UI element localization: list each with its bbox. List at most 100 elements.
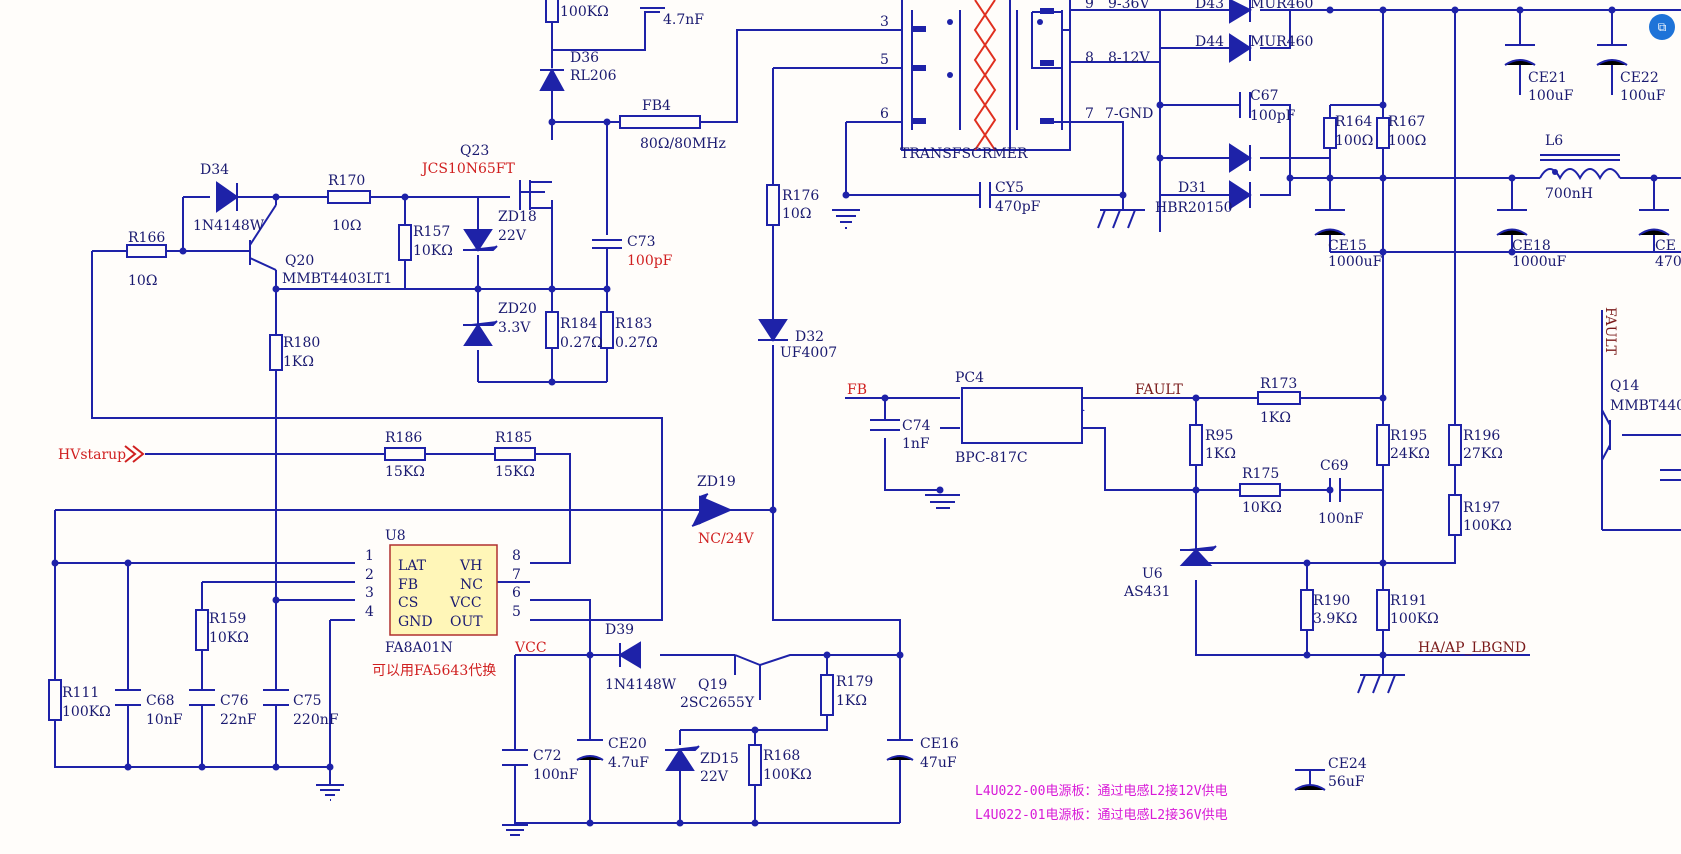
label-r186-v: 15KΩ <box>385 464 425 480</box>
pin-numbers: 3 5 6 9 8 7 9-36V 8-12V 7-GND 1 2 3 4 8 … <box>365 0 1153 630</box>
note-line-1: L4U022-00电源板：通过电感L2接12V供电 <box>975 783 1228 799</box>
label-ce24: CE24 <box>1328 756 1367 772</box>
label-ce-r-v: 470 <box>1655 254 1681 270</box>
label-r159-v: 10KΩ <box>209 630 249 646</box>
label-c76-v: 22nF <box>220 712 257 728</box>
label-r184: R184 <box>560 316 597 332</box>
u8-lat: LAT <box>398 558 427 574</box>
u8-pin-6: 6 <box>512 585 521 601</box>
label-r168-v: 100KΩ <box>763 767 812 783</box>
label-ce21: CE21 <box>1528 70 1567 86</box>
tx-pin-8: 8 <box>1085 50 1094 66</box>
label-r173-v: 1KΩ <box>1260 410 1291 426</box>
net-7-gnd: 7-GND <box>1105 106 1153 122</box>
grounds <box>316 209 1405 836</box>
label-ce20-v: 4.7uF <box>608 755 649 771</box>
label-ce21-v: 100uF <box>1528 88 1574 104</box>
capacitors <box>115 7 1681 791</box>
u8-pin-2: 2 <box>365 567 374 583</box>
label-c75-v: 220nF <box>293 712 339 728</box>
tx-pin-3: 3 <box>880 14 889 30</box>
u8-vcc: VCC <box>449 595 482 611</box>
label-mur-top: MUR460 <box>1250 0 1313 12</box>
label-c76: C76 <box>220 693 249 709</box>
label-q23: Q23 <box>460 143 489 159</box>
u8-vh: VH <box>459 558 482 574</box>
label-r183-v: 0.27Ω <box>615 335 658 351</box>
label-r176-v: 10Ω <box>782 206 811 222</box>
u8-out: OUT <box>450 614 483 630</box>
label-fault-vertical: FAULT <box>1602 307 1618 356</box>
transistors <box>240 180 1611 675</box>
label-d31: D31 <box>1178 180 1207 196</box>
label-c68: C68 <box>146 693 175 709</box>
label-ce22-v: 100uF <box>1620 88 1666 104</box>
label-ce16: CE16 <box>920 736 959 752</box>
u8-pin-8: 8 <box>512 548 521 564</box>
label-r180-v: 1KΩ <box>283 354 314 370</box>
u8-pin-5: 5 <box>512 604 521 620</box>
label-r166-v: 10Ω <box>128 273 157 289</box>
label-r166: R166 <box>128 230 165 246</box>
label-r175: R175 <box>1242 466 1279 482</box>
label-zd20: ZD20 <box>498 301 537 317</box>
label-r173: R173 <box>1260 376 1297 392</box>
label-r164-v: 100Ω <box>1335 133 1373 149</box>
label-zd15-v: 22V <box>700 769 729 785</box>
label-cy5-v: 470pF <box>995 199 1041 215</box>
label-hv: HVstarup <box>58 447 126 463</box>
label-r196: R196 <box>1463 428 1500 444</box>
label-c74: C74 <box>902 418 931 434</box>
transformer-core <box>973 0 997 151</box>
label-fault: FAULT <box>1135 382 1184 398</box>
net-labels: FAULT HA/AP_LBGND FAULT <box>1135 307 1618 656</box>
label-fb4-v: 80Ω/80MHz <box>640 136 726 152</box>
label-r159: R159 <box>209 611 246 627</box>
label-q14-v: MMBT440 <box>1610 398 1681 414</box>
label-d39: D39 <box>605 622 634 638</box>
label-r95-v: 1KΩ <box>1205 446 1236 462</box>
u8-nc: NC <box>460 577 483 593</box>
label-r176: R176 <box>782 188 819 204</box>
label-zd18-v: 22V <box>498 228 527 244</box>
label-u6-v: AS431 <box>1123 584 1170 600</box>
label-pc4-v: BPC-817C <box>955 450 1028 466</box>
label-r179: R179 <box>836 674 873 690</box>
label-r195: R195 <box>1390 428 1427 444</box>
label-c71-v: 4.7nF <box>663 12 704 28</box>
label-d36: D36 <box>570 50 599 66</box>
labels: 100KΩ 4.7nF D36 RL206 FB4 80Ω/80MHz Q23 … <box>62 0 1681 790</box>
label-zd19-v: NC/24V <box>698 531 754 547</box>
u8-gnd: GND <box>398 614 433 630</box>
label-zd18: ZD18 <box>498 209 537 225</box>
tx-pin-6: 6 <box>880 106 889 122</box>
label-ce24-v: 56uF <box>1328 774 1365 790</box>
label-q20-v: MMBT4403LT1 <box>282 271 392 287</box>
label-ce22: CE22 <box>1620 70 1659 86</box>
label-r190: R190 <box>1313 593 1350 609</box>
label-u8: U8 <box>385 528 406 544</box>
translate-icon[interactable]: ⧉ <box>1649 14 1675 40</box>
inductor-l6 <box>1539 168 1621 181</box>
label-zd19: ZD19 <box>697 474 736 490</box>
inductor-dot <box>1552 169 1558 175</box>
label-r168: R168 <box>763 748 800 764</box>
label-ce15: CE15 <box>1328 238 1367 254</box>
label-transformer: TRANSFSCRMER <box>900 146 1028 162</box>
junctions <box>51 6 1658 827</box>
label-u8-note: 可以用FA5643代换 <box>372 662 496 679</box>
label-c67: C67 <box>1250 88 1279 104</box>
label-c69-v: 100nF <box>1318 511 1364 527</box>
label-r183: R183 <box>615 316 652 332</box>
label-c69: C69 <box>1320 458 1349 474</box>
label-d43: D43 <box>1195 0 1224 12</box>
u8-pin-1: 1 <box>365 548 374 564</box>
inductor-core <box>1540 154 1620 161</box>
label-zd15: ZD15 <box>700 751 739 767</box>
label-q23-v: JCS10N65FT <box>420 161 516 177</box>
label-c74-v: 1nF <box>902 436 930 452</box>
diodes <box>216 0 1253 771</box>
label-c68-v: 10nF <box>146 712 183 728</box>
label-ce18-v: 1000uF <box>1512 254 1567 270</box>
